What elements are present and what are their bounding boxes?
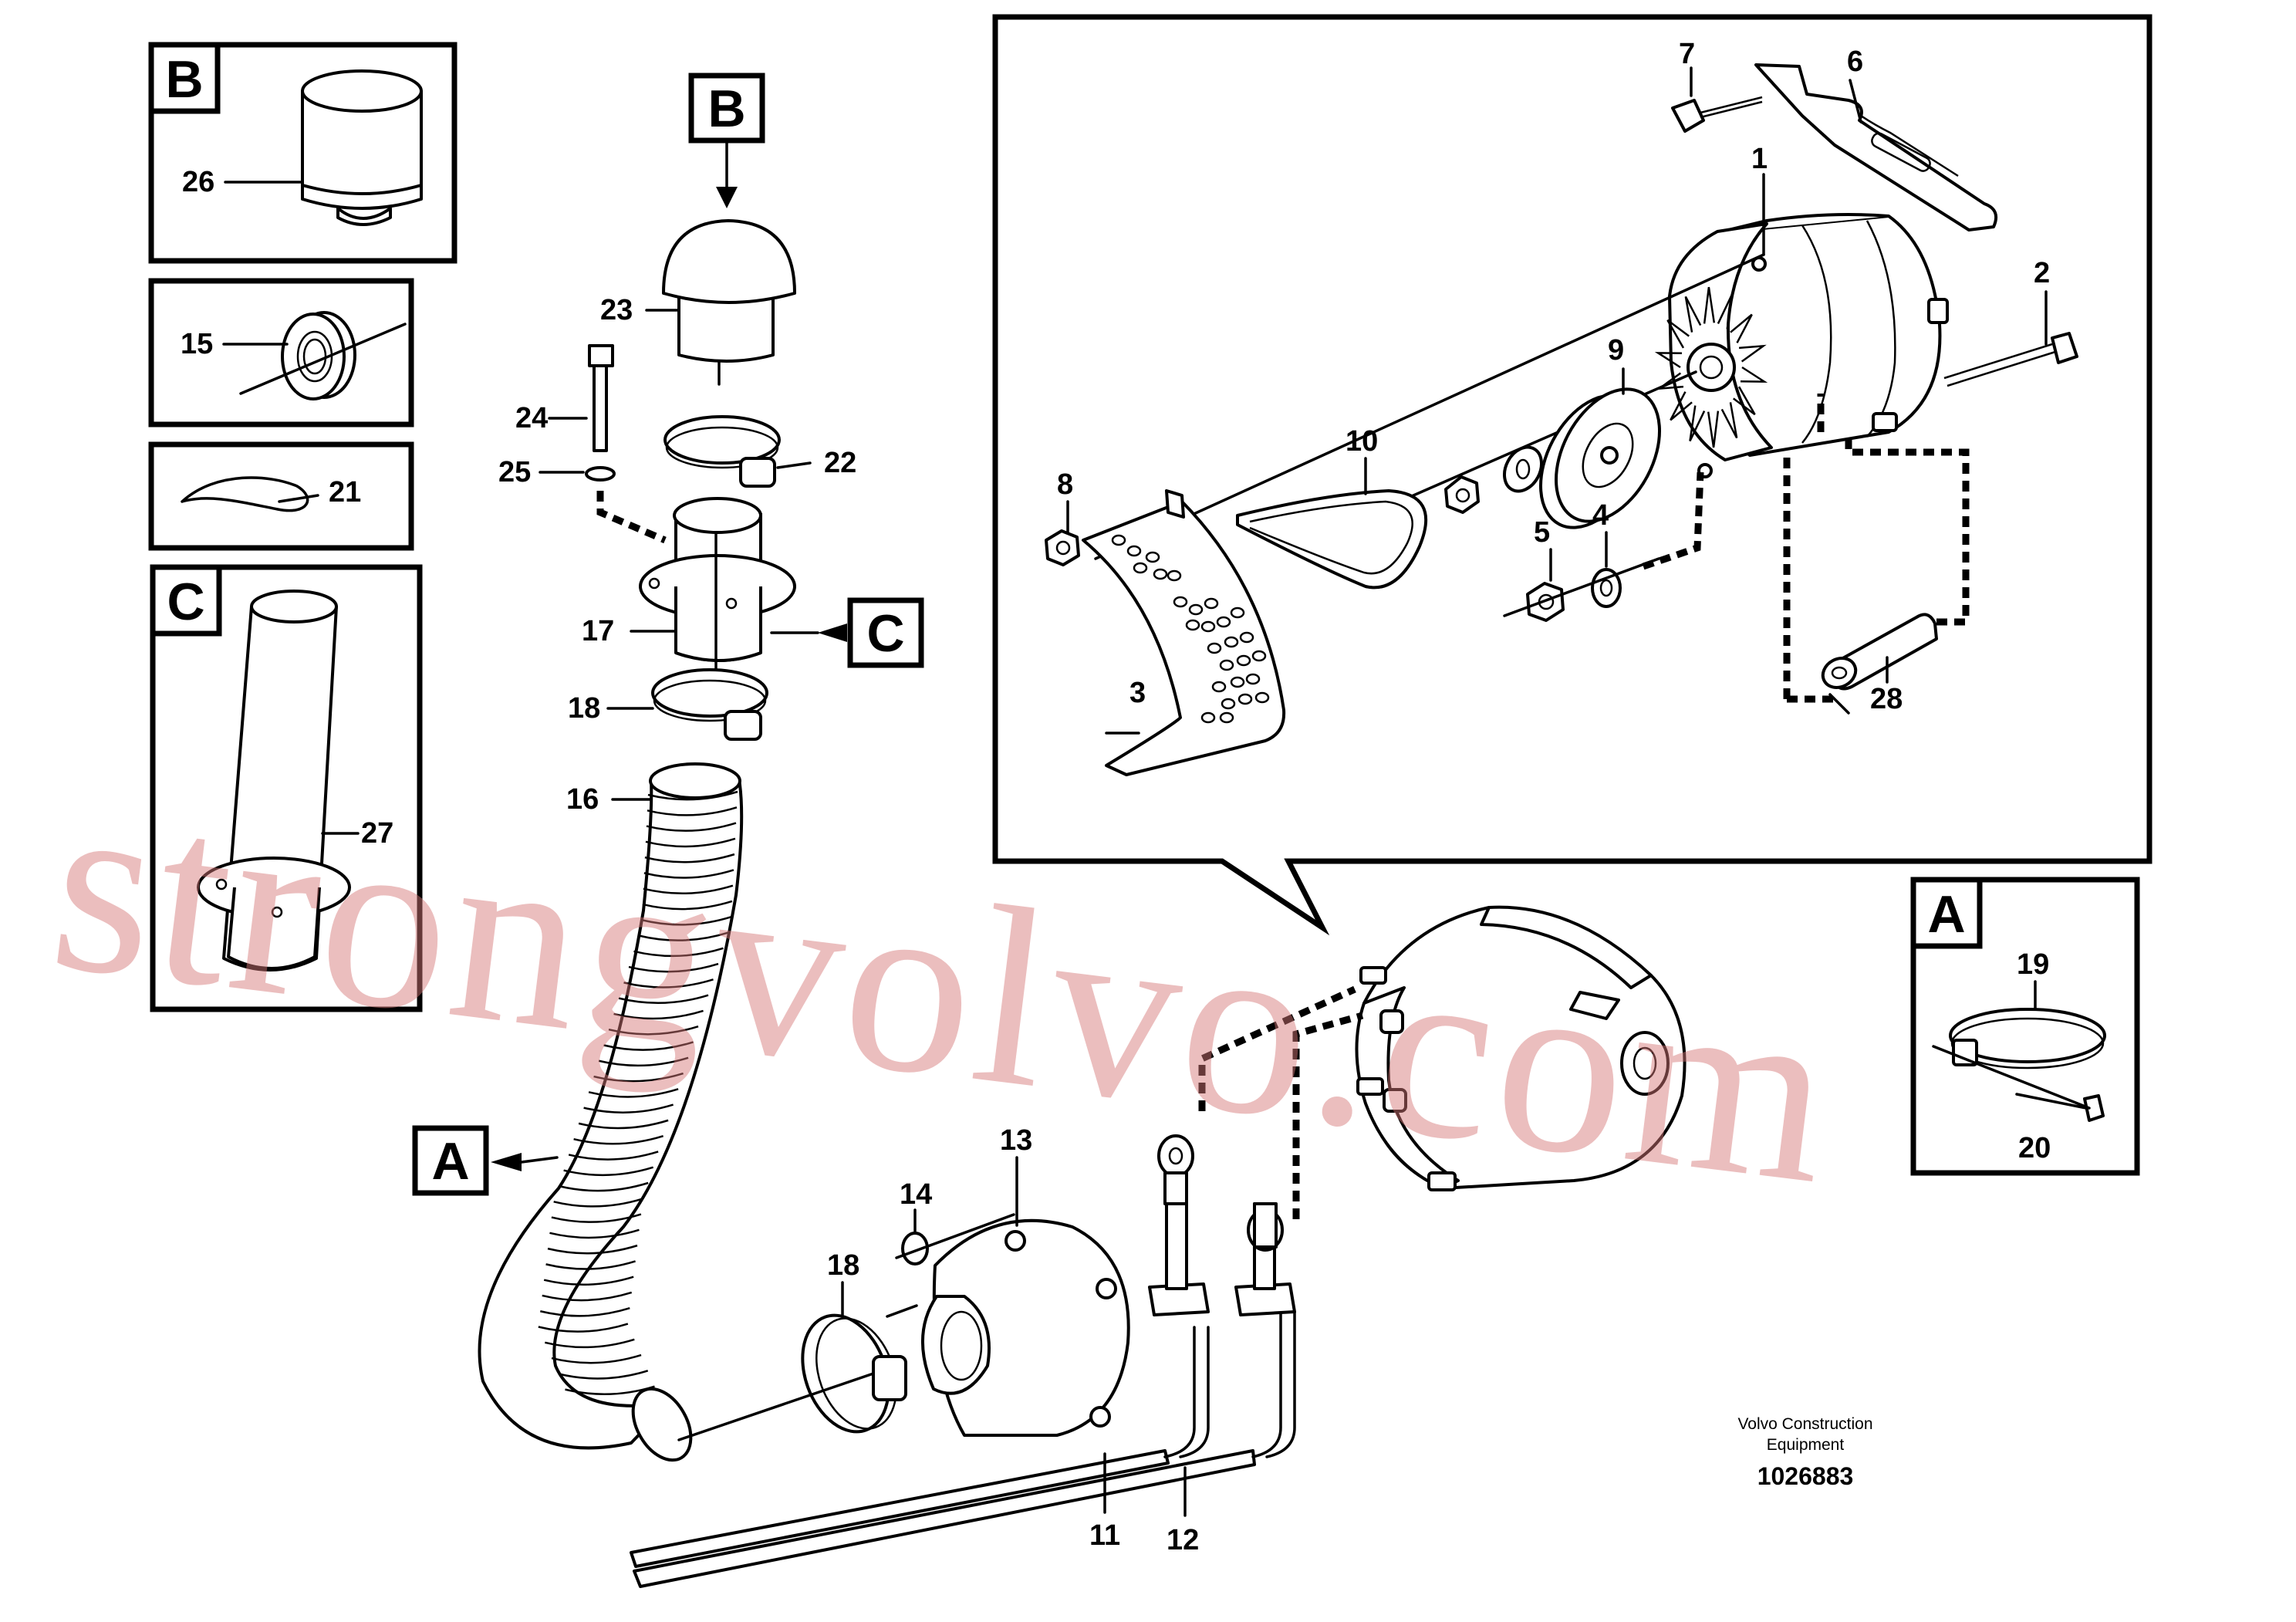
sleeve-28-drawing bbox=[1821, 613, 1938, 691]
label-1: 1 bbox=[1751, 143, 1768, 175]
label-11: 11 bbox=[1089, 1519, 1120, 1552]
label-10: 10 bbox=[1346, 425, 1378, 458]
tube-27-drawing bbox=[197, 590, 351, 972]
detail-c-letter: C bbox=[167, 573, 204, 631]
detail-box-c: C 27 bbox=[150, 564, 423, 1012]
marker-a: A bbox=[412, 1125, 559, 1196]
clamp-18-upper-drawing bbox=[651, 668, 768, 741]
shield-3-drawing bbox=[1082, 489, 1286, 776]
marker-c-letter: C bbox=[866, 604, 904, 663]
hose-clamp-19-drawing bbox=[1949, 1008, 2106, 1122]
label-16: 16 bbox=[566, 783, 599, 816]
shaft-washer-nut-drawing bbox=[1444, 445, 1543, 514]
shield-perforations bbox=[1111, 534, 1270, 724]
label-9: 9 bbox=[1608, 334, 1624, 367]
nut-8-drawing bbox=[1045, 529, 1080, 566]
label-19: 19 bbox=[2017, 948, 2049, 981]
detail-box-b: B 26 bbox=[148, 42, 458, 264]
label-22: 22 bbox=[824, 447, 856, 479]
clamp-22-drawing bbox=[663, 415, 781, 488]
marker-a-letter: A bbox=[431, 1132, 469, 1191]
label-27: 27 bbox=[361, 817, 393, 850]
cable-tie-21-drawing bbox=[181, 476, 319, 512]
label-12: 12 bbox=[1167, 1524, 1199, 1556]
label-5: 5 bbox=[1534, 516, 1550, 549]
caption-line-2: Equipment bbox=[1767, 1436, 1845, 1454]
label-18-upper: 18 bbox=[568, 692, 600, 725]
label-18-lower: 18 bbox=[827, 1249, 859, 1282]
screw-14-drawing bbox=[895, 1213, 1015, 1265]
label-13: 13 bbox=[1000, 1124, 1032, 1157]
clamp-18-lower-drawing bbox=[801, 1313, 907, 1434]
label-6: 6 bbox=[1847, 46, 1863, 78]
detail-box-15: 15 bbox=[148, 278, 414, 427]
grommet-15-drawing bbox=[281, 311, 356, 400]
detail-b-letter: B bbox=[165, 50, 203, 109]
label-20: 20 bbox=[2018, 1132, 2051, 1164]
alternator-1-drawing bbox=[1654, 213, 1949, 478]
detail-a-letter: A bbox=[1927, 885, 1965, 944]
bolt-2-drawing bbox=[1943, 332, 2078, 387]
cap-23-drawing bbox=[662, 219, 796, 386]
label-28: 28 bbox=[1870, 683, 1903, 715]
label-14: 14 bbox=[900, 1178, 932, 1211]
label-7: 7 bbox=[1679, 38, 1695, 70]
detail-box-21: 21 bbox=[148, 441, 414, 551]
marker-b-letter: B bbox=[707, 79, 745, 138]
filter-26-drawing bbox=[301, 69, 423, 226]
label-4: 4 bbox=[1592, 499, 1609, 532]
washer-4-drawing bbox=[1591, 568, 1622, 608]
document-number: 1026883 bbox=[1757, 1462, 1854, 1490]
label-26: 26 bbox=[182, 166, 214, 198]
label-24: 24 bbox=[515, 402, 548, 434]
label-23: 23 bbox=[600, 294, 633, 326]
marker-c: C bbox=[770, 597, 924, 668]
hose-ribs bbox=[538, 790, 738, 1396]
label-3: 3 bbox=[1129, 677, 1146, 709]
bolt-24-drawing bbox=[585, 344, 616, 482]
label-8: 8 bbox=[1057, 468, 1073, 501]
label-15: 15 bbox=[181, 328, 213, 360]
cover-13-drawing bbox=[886, 1218, 1130, 1437]
hose-16-drawing bbox=[478, 762, 744, 1462]
tube-17-drawing bbox=[639, 497, 796, 696]
marker-b: B bbox=[688, 73, 765, 208]
detail-box-a: A 19 20 bbox=[1910, 877, 2140, 1176]
label-21: 21 bbox=[329, 476, 361, 509]
fan-blades bbox=[1654, 286, 1768, 448]
bolt-7-drawing bbox=[1671, 96, 1763, 133]
belt-10-drawing bbox=[1236, 489, 1427, 590]
bracket-6-drawing bbox=[1754, 63, 1997, 231]
pulley-9-drawing bbox=[1539, 387, 1661, 529]
label-25: 25 bbox=[498, 456, 531, 488]
alternator-installed-drawing bbox=[1355, 905, 1687, 1191]
label-17: 17 bbox=[582, 615, 614, 647]
caption-line-1: Volvo Construction bbox=[1737, 1415, 1872, 1433]
cables-11-12-drawing bbox=[630, 1134, 1296, 1588]
label-2: 2 bbox=[2034, 257, 2050, 289]
